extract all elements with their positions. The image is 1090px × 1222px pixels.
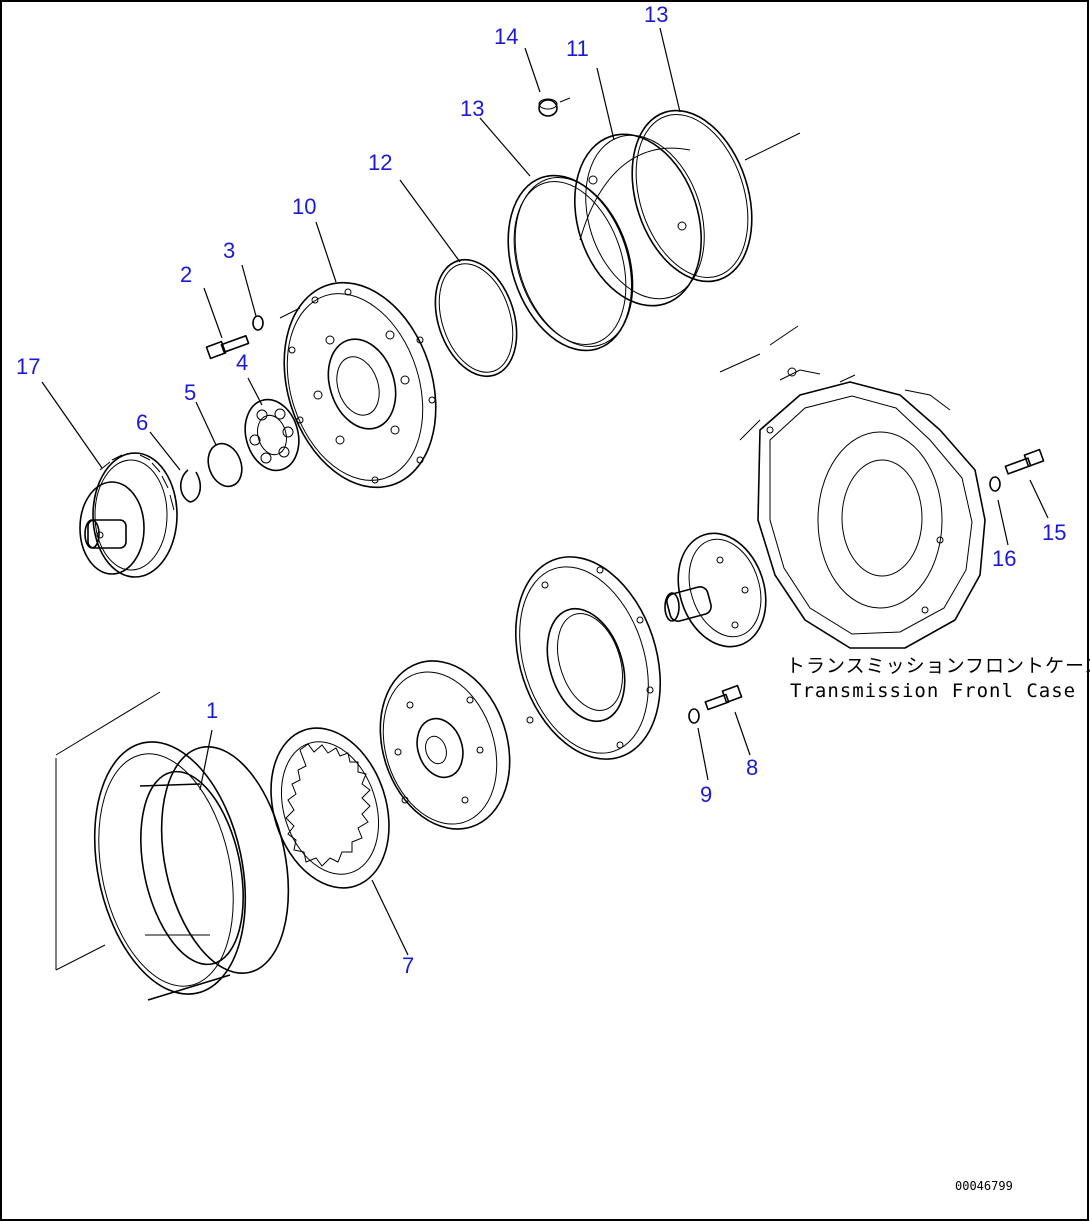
callout-12: 12 [368,150,392,175]
callout-6: 6 [136,410,148,435]
part-8-bolt [704,684,743,711]
callout-2: 2 [180,262,192,287]
part-9-washer [688,708,700,724]
document-id: 00046799 [955,1179,1013,1193]
part-17-drive-hub [79,452,178,578]
part-14-plug [538,98,558,117]
part-16-washer [989,476,1001,492]
callout-16: 16 [992,546,1016,571]
part-2-bolt [205,334,250,360]
clutch-hub [379,660,511,830]
part-12-o-ring [434,258,518,378]
part-11-piston [573,133,705,307]
part-4-bearing [244,398,300,472]
callout-17: 17 [16,354,40,379]
callout-1: 1 [206,698,218,723]
case-label-english: Transmission Fronl Case [790,680,1076,702]
leader-lines [41,27,1049,956]
part-7-friction-disc [270,727,390,889]
part-13-seal-ring-front [507,174,634,352]
callout-9: 9 [700,782,712,807]
callout-5: 5 [184,380,196,405]
callout-7: 7 [402,953,414,978]
callout-8: 8 [746,755,758,780]
case-label-japanese: トランスミッションフロントケース [786,655,1090,677]
callout-13-front: 13 [460,96,484,121]
callout-labels: 1 2 3 4 5 6 7 8 9 10 11 12 13 13 14 15 1… [16,2,1066,978]
callout-14: 14 [494,24,518,49]
piston-housing [514,556,662,760]
part-6-snap-ring [179,469,202,503]
assembly-axis-lines [55,97,801,971]
part-5-snap-ring [207,442,243,488]
callout-13-rear: 13 [644,2,668,27]
callout-11: 11 [566,36,589,61]
part-10-retainer-plate [283,281,437,489]
part-1-clutch-drum [93,741,290,1001]
part-13-seal-ring-rear [631,109,753,283]
callout-10: 10 [292,194,316,219]
callout-4: 4 [236,350,248,375]
part-15-bolt [1004,448,1045,475]
output-shaft-flange [664,532,767,648]
callout-3: 3 [223,238,235,263]
callout-15: 15 [1042,520,1066,545]
part-3-washer [252,315,264,331]
transmission-front-case [739,367,986,649]
